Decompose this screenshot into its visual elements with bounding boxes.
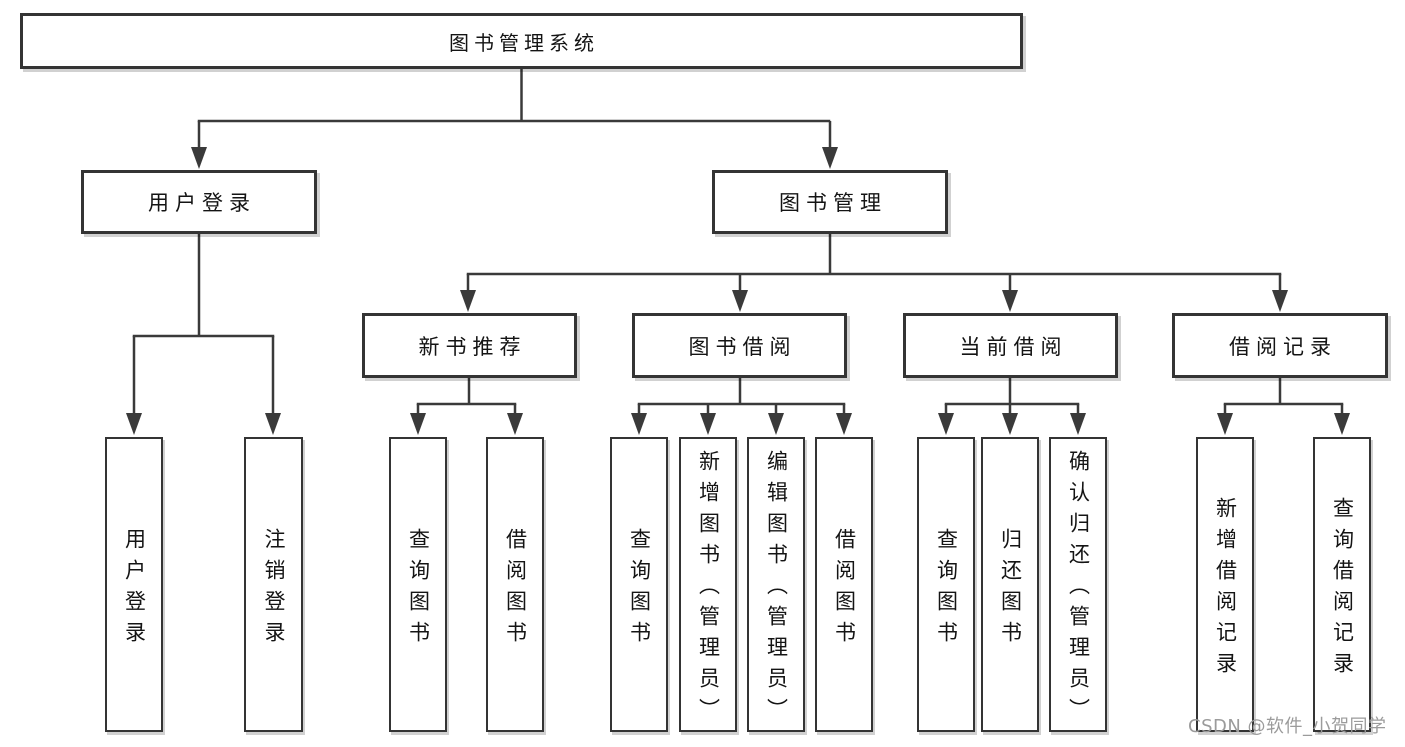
node-label: 借阅图书	[503, 527, 528, 652]
leaf-query-books-borrowing: 查询图书	[610, 437, 668, 732]
leaf-logout-login: 注销登录	[244, 437, 303, 732]
node-label: 查询图书	[627, 527, 652, 652]
node-label: 图书管理系统	[449, 30, 599, 55]
node-user-login: 用户登录	[81, 170, 317, 234]
leaf-borrow-books-borrowing: 借阅图书	[815, 437, 873, 732]
node-label: 图书借阅	[688, 334, 797, 359]
node-label: 新增借阅记录	[1213, 496, 1238, 683]
node-book-borrowing: 图书借阅	[632, 313, 847, 378]
arrowhead-icons	[126, 147, 1350, 435]
node-label: 图书管理	[779, 191, 887, 215]
node-label: 用户登录	[148, 191, 256, 215]
leaf-edit-books-admin: 编辑图书（管理员）	[747, 437, 805, 732]
node-label: 确认归还（管理员）	[1066, 450, 1091, 729]
node-borrowing-records: 借阅记录	[1172, 313, 1388, 378]
node-book-management: 图书管理	[712, 170, 948, 234]
node-label: 新书推荐	[418, 334, 527, 359]
node-label: 借阅图书	[832, 527, 857, 652]
node-label: 查询借阅记录	[1330, 496, 1355, 683]
leaf-borrow-books-recommend: 借阅图书	[486, 437, 544, 732]
leaf-confirm-return-admin: 确认归还（管理员）	[1049, 437, 1107, 732]
node-label: 新增图书（管理员）	[696, 450, 721, 729]
leaf-add-borrow-record: 新增借阅记录	[1196, 437, 1254, 732]
node-label: 当前借阅	[959, 334, 1068, 359]
node-library-management-system: 图书管理系统	[20, 13, 1023, 69]
leaf-user-login: 用户登录	[105, 437, 163, 732]
node-label: 注销登录	[262, 527, 287, 652]
node-label: 编辑图书（管理员）	[764, 450, 789, 729]
leaf-add-books-admin: 新增图书（管理员）	[679, 437, 737, 732]
csdn-watermark: CSDN @软件_小贺同学	[1188, 716, 1387, 737]
leaf-query-borrow-record: 查询借阅记录	[1313, 437, 1371, 732]
leaf-query-books-recommend: 查询图书	[389, 437, 447, 732]
node-label: 查询图书	[934, 527, 959, 652]
node-label: 用户登录	[122, 527, 147, 652]
leaf-return-books: 归还图书	[981, 437, 1039, 732]
leaf-query-books-current: 查询图书	[917, 437, 975, 732]
node-label: 借阅记录	[1229, 334, 1337, 359]
node-label: 归还图书	[998, 527, 1023, 652]
node-new-book-recommend: 新书推荐	[362, 313, 577, 378]
node-current-borrowing: 当前借阅	[903, 313, 1118, 378]
node-label: 查询图书	[406, 527, 431, 652]
